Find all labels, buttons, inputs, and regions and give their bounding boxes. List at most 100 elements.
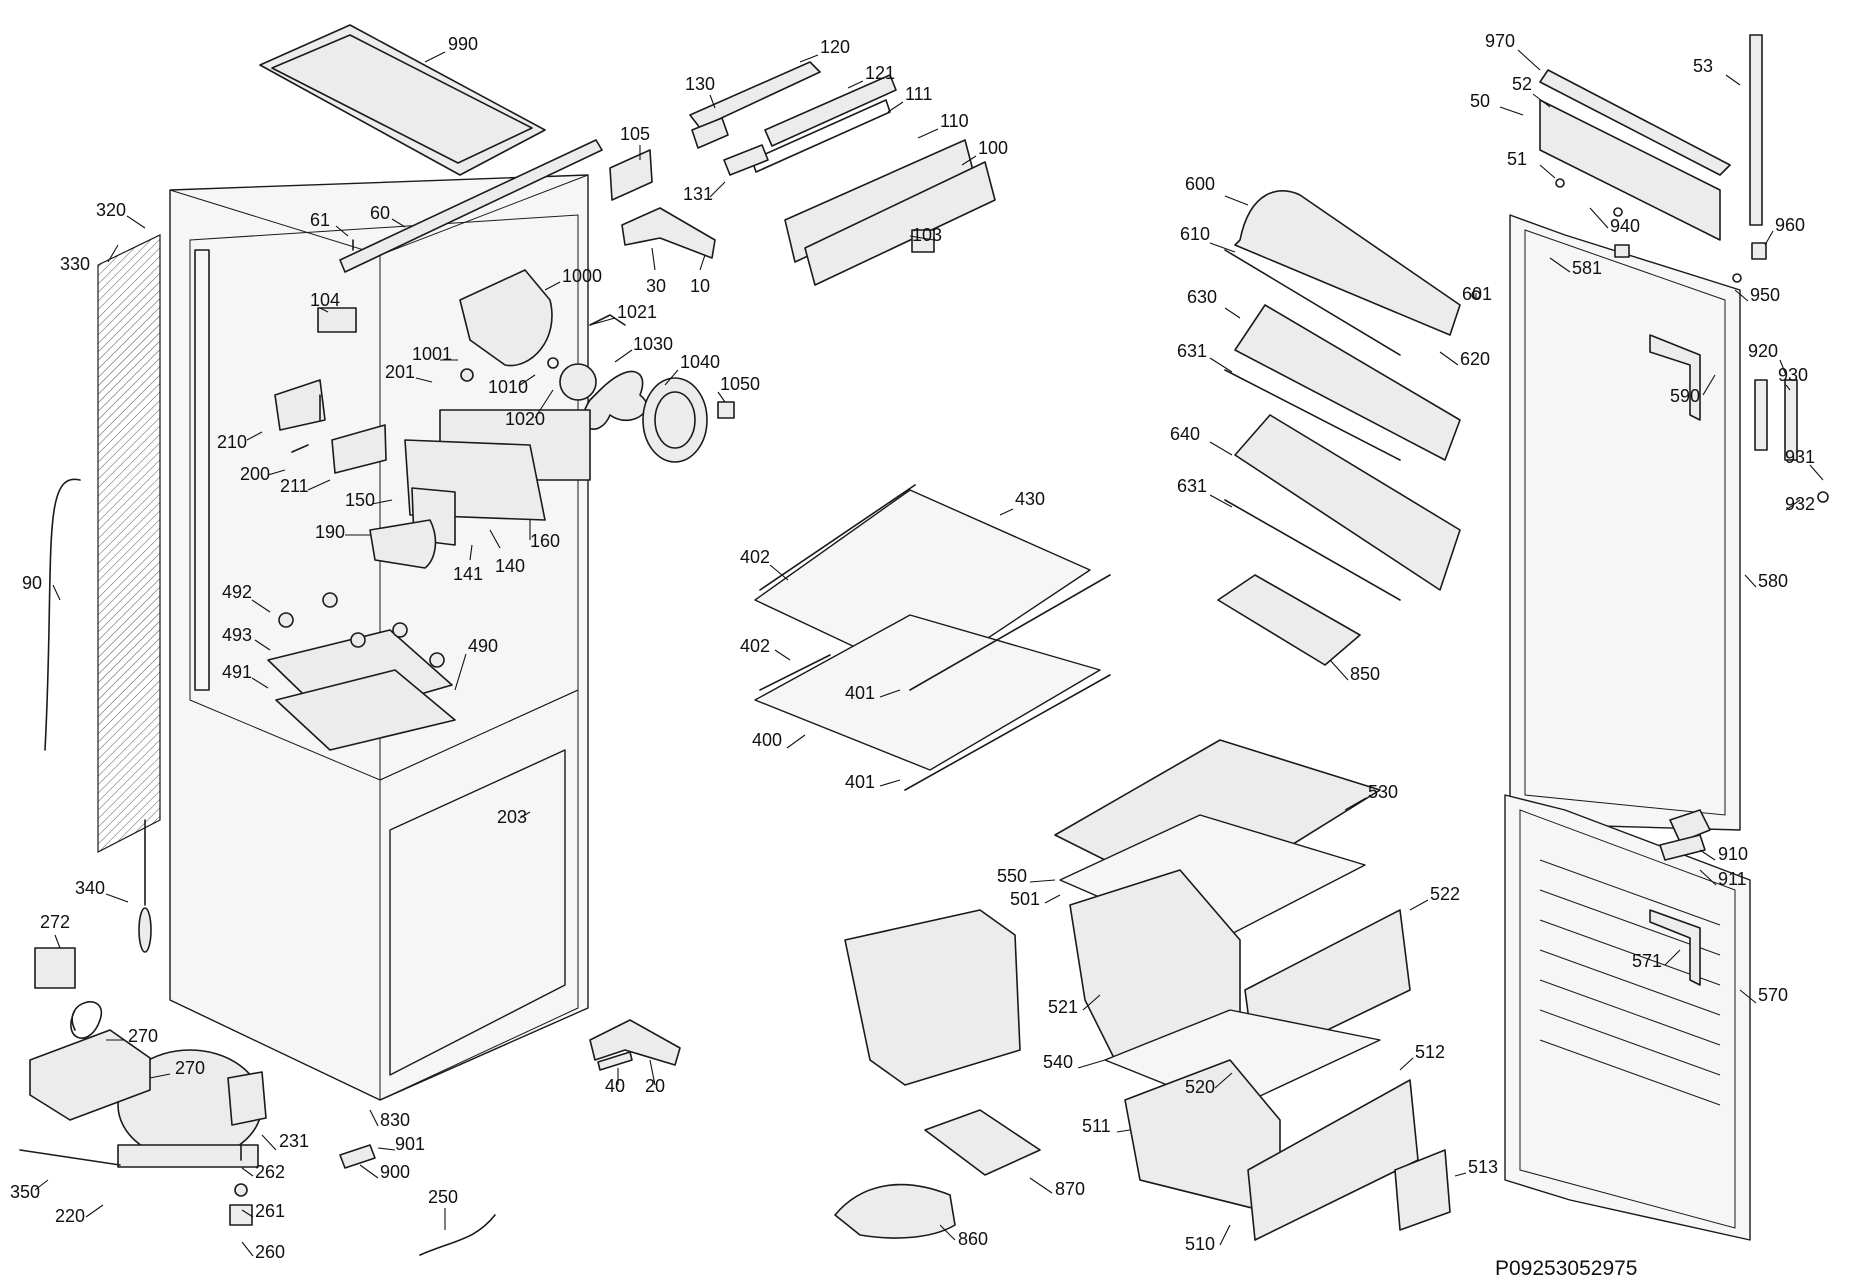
- callout-leader: [1532, 93, 1551, 108]
- part-callout: 110: [940, 111, 969, 131]
- part-callout: 631: [1177, 341, 1207, 361]
- part-callout: 970: [1485, 31, 1515, 51]
- glass-shelves: [754, 484, 1111, 791]
- part-callout: 910: [1718, 844, 1748, 864]
- callout-leader: [847, 80, 864, 89]
- callout-leader: [1439, 351, 1459, 366]
- part-callout: 630: [1187, 287, 1217, 307]
- part-callout: 631: [1177, 476, 1207, 496]
- callout-leader: [519, 811, 531, 819]
- hinge-bottom: [589, 1019, 681, 1071]
- callout-leader: [126, 215, 146, 229]
- callout-leader: [371, 499, 393, 505]
- callout-leader: [1029, 1177, 1053, 1194]
- part-callout: 60: [370, 203, 390, 223]
- callout-leader: [1077, 1059, 1106, 1069]
- part-callout: 581: [1572, 258, 1602, 278]
- callout-leader: [319, 307, 329, 313]
- part-callout: 590: [1670, 386, 1700, 406]
- drawing-number: P09253052975: [1495, 1257, 1637, 1280]
- top-cover: [259, 24, 546, 176]
- part-callout: 1020: [505, 409, 545, 429]
- part-callout: 550: [997, 866, 1027, 886]
- callout-leader: [1589, 207, 1609, 229]
- part-callout: 931: [1785, 447, 1815, 467]
- callout-leader: [1209, 357, 1233, 373]
- part-callout: 430: [1015, 489, 1045, 509]
- part-callout: 121: [865, 63, 895, 83]
- part-callout: 111: [905, 84, 932, 104]
- callout-leader: [105, 893, 129, 903]
- part-callout: 932: [1785, 494, 1815, 514]
- control-panel: [689, 61, 996, 286]
- part-callout: 160: [530, 531, 560, 551]
- part-callout: 100: [978, 138, 1008, 158]
- callout-leader: [534, 389, 554, 419]
- callout-leader: [699, 254, 706, 271]
- part-callout: 61: [310, 210, 330, 230]
- part-callout: 40: [605, 1076, 625, 1096]
- callout-leader: [1209, 242, 1236, 253]
- part-callout: 911: [1718, 869, 1747, 889]
- freezer-divider: [267, 592, 456, 751]
- part-callout: 930: [1778, 365, 1808, 385]
- part-callout: 512: [1415, 1042, 1445, 1062]
- part-callout: 10: [690, 276, 710, 296]
- callout-leader: [424, 51, 446, 63]
- callout-leader: [246, 431, 263, 441]
- part-callout: 51: [1507, 149, 1527, 169]
- part-callout: 30: [646, 276, 666, 296]
- callout-leader: [1734, 289, 1749, 302]
- callout-leader: [999, 508, 1014, 516]
- evaporator-cover: [274, 379, 591, 569]
- part-callout: 270: [128, 1026, 158, 1046]
- part-callout: 990: [448, 34, 478, 54]
- part-callout: 491: [222, 662, 252, 682]
- callout-leader: [241, 1167, 254, 1177]
- top-rail: [317, 139, 603, 333]
- part-callout: 131: [683, 184, 713, 204]
- callout-leader: [54, 934, 61, 949]
- callout-leader: [307, 479, 331, 491]
- side-insulation: [44, 234, 161, 953]
- part-callout: 850: [1350, 664, 1380, 684]
- part-callout: 950: [1750, 285, 1780, 305]
- part-callout: 401: [845, 772, 875, 792]
- callout-leader: [717, 391, 726, 403]
- callout-leader: [1116, 1129, 1131, 1133]
- part-callout: 231: [279, 1131, 309, 1151]
- part-callout: 350: [10, 1182, 40, 1202]
- callout-leader: [149, 1073, 171, 1079]
- part-callout: 141: [453, 564, 483, 584]
- part-callout: 901: [395, 1134, 425, 1154]
- part-callout: 1010: [488, 377, 528, 397]
- part-callout: 260: [255, 1242, 285, 1262]
- part-callout: 493: [222, 625, 252, 645]
- part-callout: 53: [1693, 56, 1713, 76]
- part-callout: 522: [1430, 884, 1460, 904]
- part-callout: 50: [1470, 91, 1490, 111]
- part-callout: 211: [280, 476, 309, 496]
- part-callout: 492: [222, 582, 252, 602]
- callout-leader: [1725, 74, 1741, 86]
- callout-leader: [1739, 989, 1757, 1004]
- callout-leader: [335, 225, 349, 237]
- part-callout: 600: [1185, 174, 1215, 194]
- part-callout: 270: [175, 1058, 205, 1078]
- part-callout: 200: [240, 464, 270, 484]
- part-callout: 1050: [720, 374, 760, 394]
- callout-leader: [1549, 257, 1571, 273]
- part-callout: 571: [1632, 951, 1662, 971]
- part-callout: 250: [428, 1187, 458, 1207]
- part-callout: 261: [255, 1201, 285, 1221]
- part-callout: 860: [958, 1229, 988, 1249]
- callout-leader: [469, 544, 473, 561]
- part-callout: 640: [1170, 424, 1200, 444]
- callout-leader: [544, 281, 561, 291]
- callout-leader: [34, 1179, 49, 1191]
- callout-leader: [1539, 164, 1556, 179]
- callout-leader: [786, 734, 806, 749]
- callout-leader: [1744, 574, 1757, 588]
- part-callout: 330: [60, 254, 90, 274]
